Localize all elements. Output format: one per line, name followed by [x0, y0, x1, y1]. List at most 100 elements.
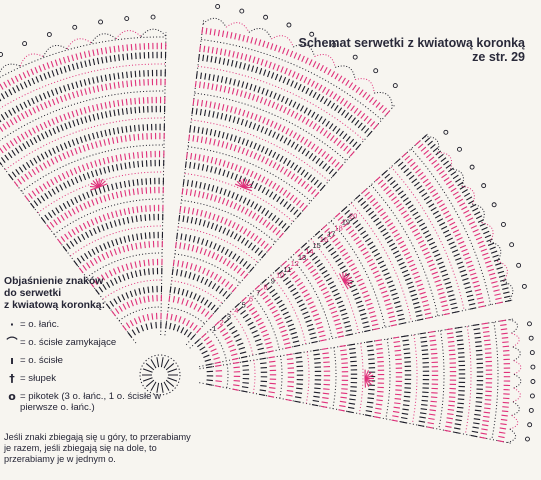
stitch-mark [134, 70, 137, 78]
stitch-mark [234, 173, 238, 181]
stitch-mark [274, 44, 278, 52]
stitch-mark [122, 274, 126, 281]
stitch-mark [355, 240, 362, 245]
stitch-mark [391, 419, 398, 422]
stitch-mark [39, 164, 44, 171]
stitch-mark [398, 317, 405, 321]
stitch-mark [373, 217, 380, 223]
stitch-mark [502, 345, 510, 348]
stitch-mark [271, 309, 278, 314]
stitch-mark [450, 302, 457, 306]
stitch-mark [262, 333, 269, 337]
stitch-mark [350, 105, 355, 112]
stitch-mark [456, 237, 463, 241]
stitch-mark [82, 173, 87, 181]
stitch-mark [317, 182, 322, 188]
stitch-mark [307, 301, 314, 305]
stitch-mark [97, 276, 102, 283]
stitch-mark [100, 75, 103, 82]
stitch-mark [271, 101, 276, 108]
stitch-mark [54, 176, 59, 184]
center-stitch [163, 359, 170, 369]
stitch-mark [415, 140, 421, 146]
stitch-mark [200, 99, 204, 107]
stitch-mark [28, 193, 33, 199]
stitch-mark [122, 81, 124, 88]
stitch-mark [265, 221, 271, 228]
stitch-mark [104, 272, 109, 279]
stitch-mark [137, 160, 140, 168]
stitch-mark [237, 80, 241, 87]
stitch-mark [92, 132, 95, 140]
stitch-mark [279, 135, 284, 142]
stitch-mark [290, 162, 295, 169]
chain-row [171, 280, 223, 304]
stitch-mark [125, 292, 129, 299]
stitch-mark [452, 229, 460, 234]
stitch-mark [43, 102, 48, 109]
stitch-mark [368, 311, 376, 314]
picot-symbol [527, 422, 533, 428]
stitch-mark [0, 93, 5, 100]
stitch-mark [484, 407, 491, 410]
stitch-mark [144, 214, 147, 221]
stitch-mark [401, 248, 409, 253]
stitch-mark [253, 172, 258, 179]
stitch-mark [332, 314, 339, 318]
picot-symbol [530, 364, 536, 370]
stitch-mark [59, 184, 64, 191]
stitch-mark [190, 217, 194, 224]
stitch-mark [398, 206, 405, 212]
stitch-mark [261, 156, 265, 163]
stitch-mark [280, 307, 287, 312]
stitch-mark [228, 284, 234, 290]
stitch-mark [427, 422, 434, 425]
stitch-mark [75, 109, 79, 117]
chain-row [70, 225, 163, 257]
stitch-mark [349, 398, 356, 401]
stitch-mark [54, 59, 58, 66]
stitch-mark [25, 161, 31, 168]
stitch-mark [444, 233, 452, 238]
stitch-mark [366, 258, 374, 263]
stitch-mark [194, 153, 197, 161]
stitch-mark [239, 62, 242, 69]
stitch-mark [257, 321, 264, 326]
stitch-mark [230, 231, 234, 238]
stitch-mark [456, 335, 463, 338]
stitch-mark [375, 407, 382, 410]
stitch-mark [403, 213, 410, 219]
picot-symbol [263, 14, 269, 20]
stitch-mark [319, 266, 326, 271]
stitch-mark [51, 70, 55, 77]
stitch-mark [394, 254, 402, 259]
stitch-mark [17, 135, 22, 142]
stitch-mark [254, 338, 262, 342]
stitch-mark [105, 303, 111, 310]
stitch-mark [125, 263, 129, 271]
flower-stitch [364, 378, 372, 386]
flower-stitch [90, 182, 100, 188]
stitch-mark [147, 295, 150, 303]
stitch-mark [473, 284, 481, 288]
stitch-mark [252, 56, 256, 63]
stitch-mark [111, 155, 114, 163]
stitch-mark [195, 72, 198, 79]
picot-scallop [450, 168, 464, 187]
stitch-mark [301, 289, 308, 294]
stitch-mark [306, 249, 313, 255]
stitch-mark [264, 178, 269, 185]
stitch-mark [57, 174, 62, 182]
stitch-mark [242, 34, 245, 42]
stitch-mark [100, 103, 103, 110]
stitch-mark [340, 219, 347, 225]
stitch-mark [331, 171, 338, 178]
stitch-mark [467, 217, 474, 222]
picot-scallop [66, 38, 92, 50]
stitch-mark [124, 153, 127, 161]
stitch-mark [412, 165, 419, 171]
stitch-mark [490, 276, 497, 280]
stitch-mark [51, 118, 55, 125]
stitch-mark [364, 127, 370, 134]
stitch-mark [24, 195, 30, 202]
